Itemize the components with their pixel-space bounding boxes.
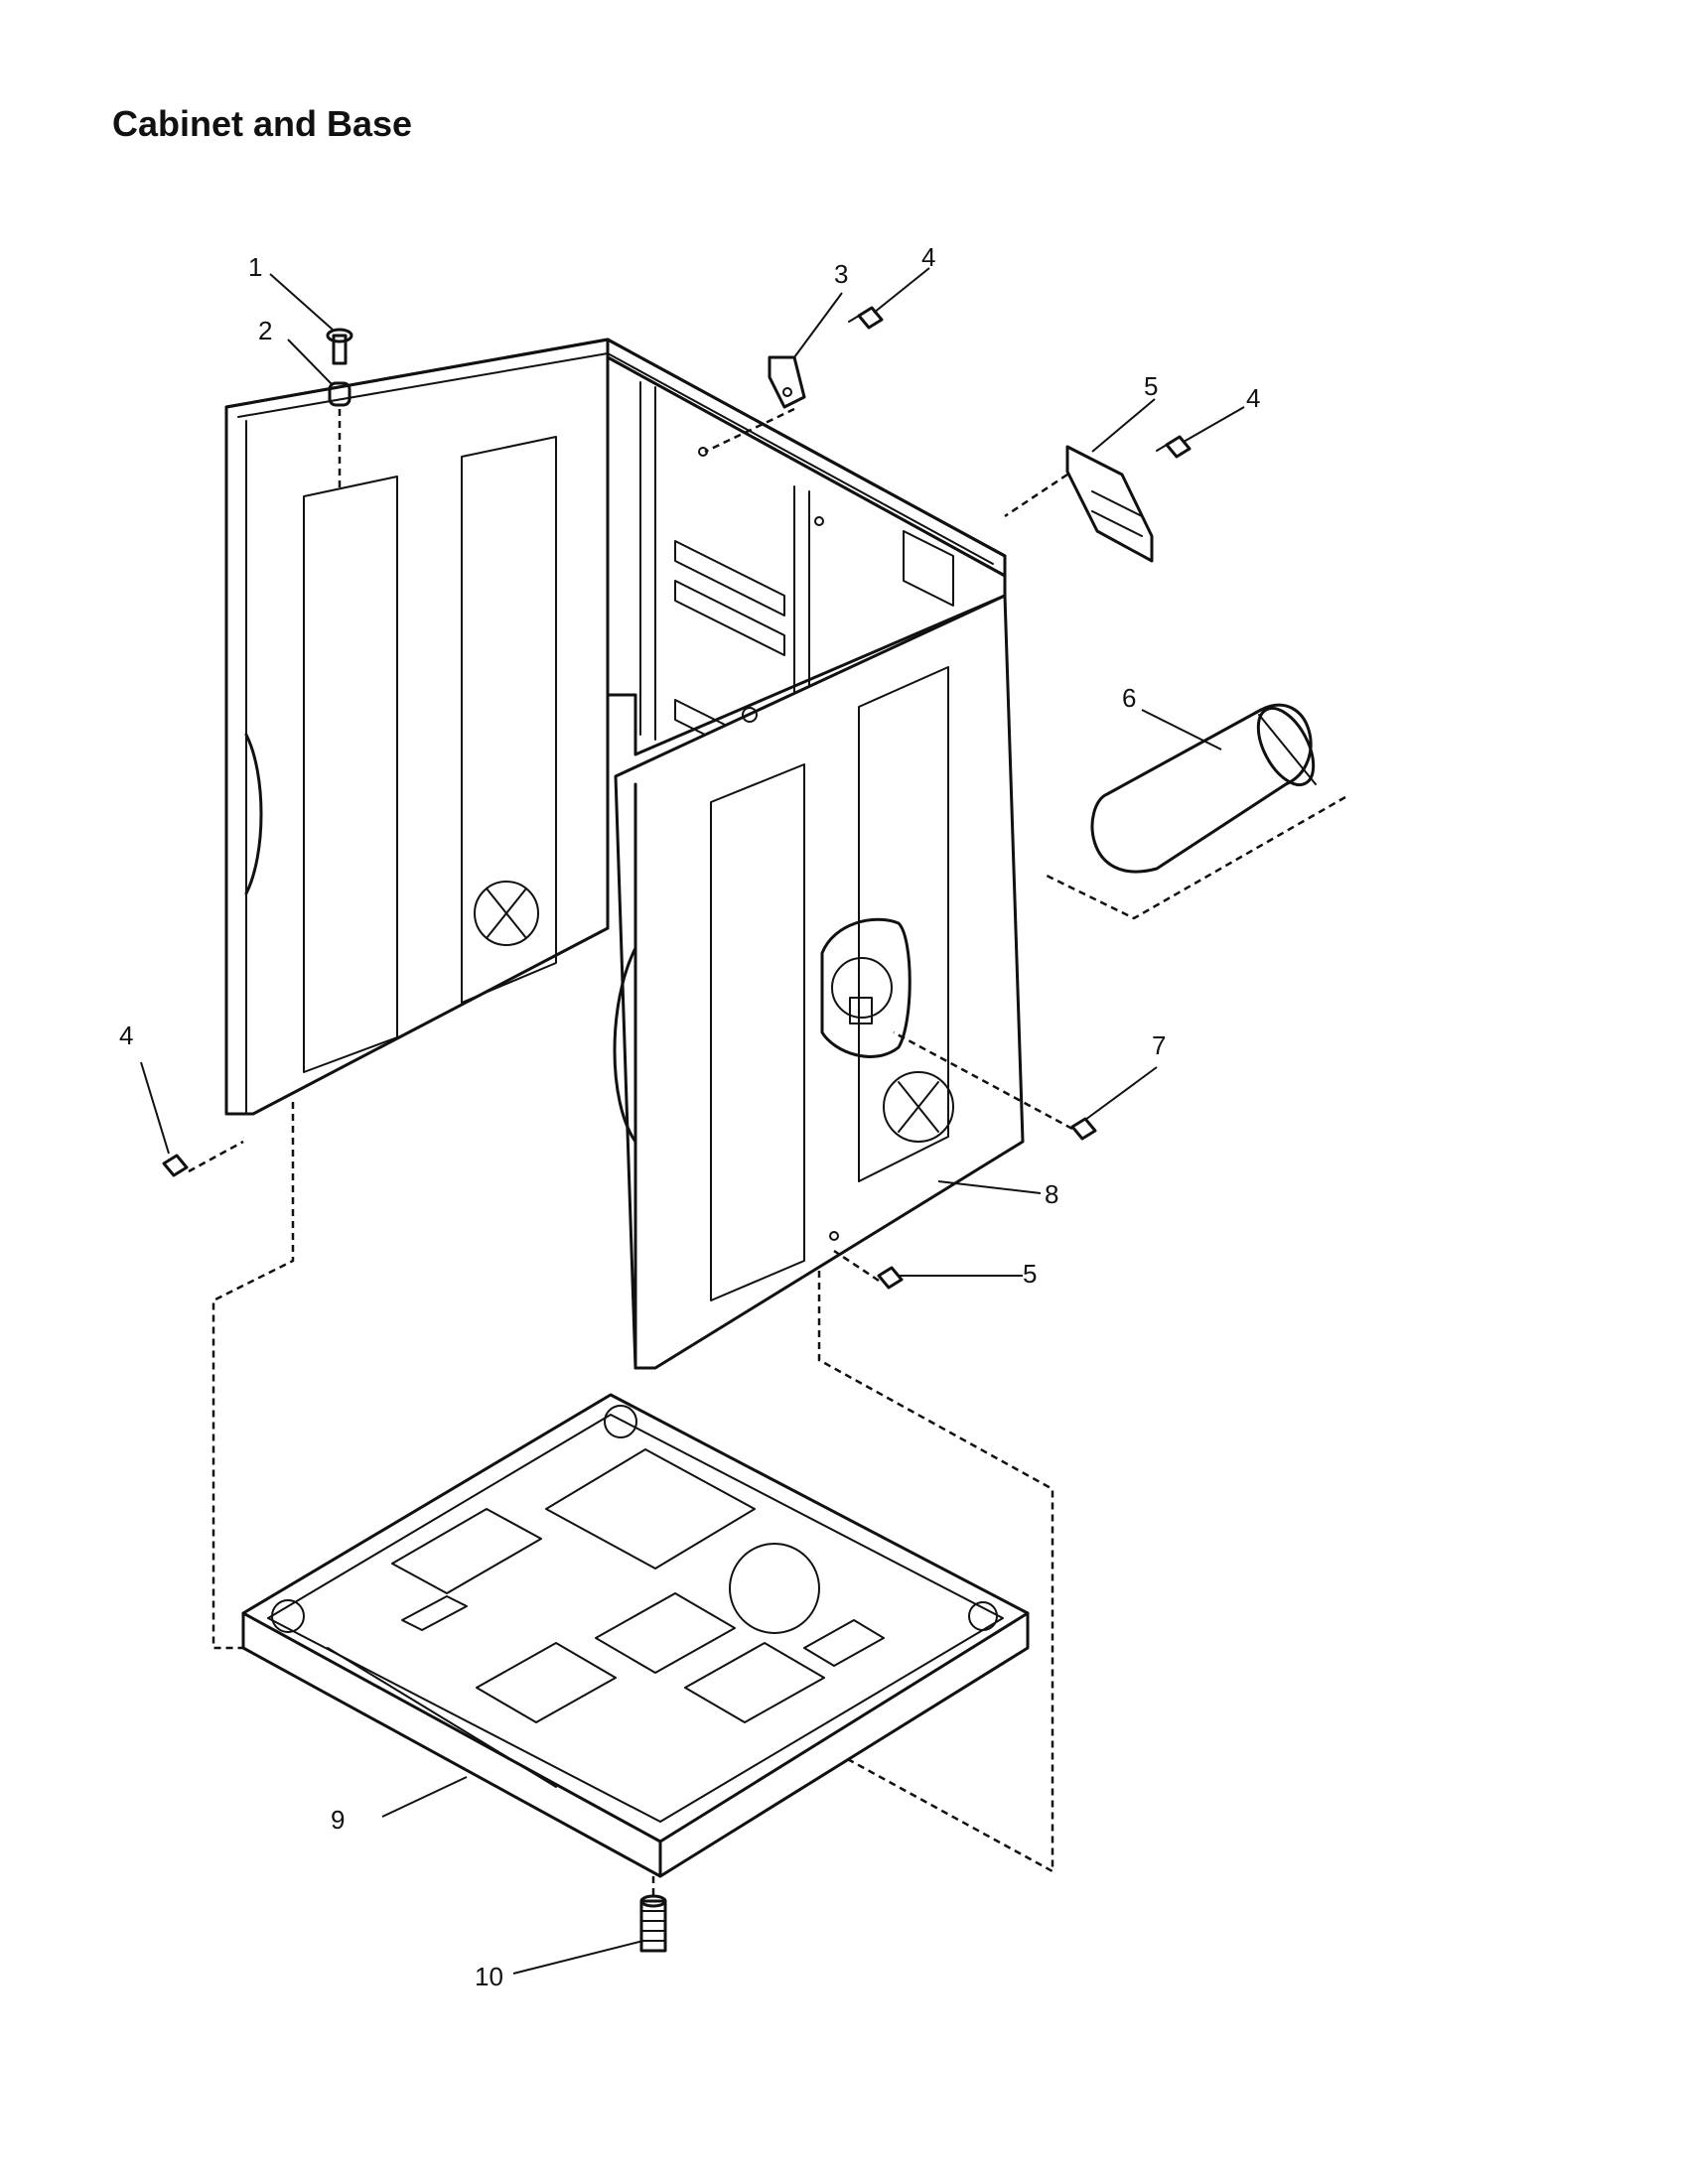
callout-leaders — [140, 267, 1245, 1975]
leveling-leg-part-10 — [639, 1894, 667, 1953]
screw-part-1 — [326, 328, 353, 365]
cover-plate-part-5 — [1065, 445, 1154, 563]
callout-7: 7 — [1152, 1030, 1166, 1060]
callout-4-right: 4 — [1246, 383, 1260, 413]
assembly-dash-lines — [188, 407, 1346, 1901]
callout-4-top: 4 — [921, 242, 935, 272]
cabinet-interior-wall — [606, 355, 1007, 760]
base-part-9 — [241, 1393, 1030, 1878]
callout-10: 10 — [475, 1962, 503, 1991]
fastener-part-7 — [1070, 1117, 1097, 1141]
callout-labels: 1 2 3 4 5 4 6 4 7 8 5 9 10 — [119, 242, 1260, 1991]
fastener-part-5-bottom — [877, 1266, 904, 1290]
bushing-part-2 — [328, 381, 351, 407]
page-title: Cabinet and Base — [112, 103, 413, 144]
bracket-part-3 — [768, 355, 806, 409]
callout-1: 1 — [248, 252, 262, 282]
cabinet-right-panel — [613, 594, 1025, 1370]
callout-2: 2 — [258, 316, 272, 345]
callout-8: 8 — [1045, 1179, 1058, 1209]
fastener-part-4-right — [1156, 435, 1192, 459]
callout-9: 9 — [331, 1805, 345, 1835]
fastener-part-4-top — [848, 306, 884, 330]
callout-4-left: 4 — [119, 1021, 133, 1050]
cabinet-top-rim — [224, 338, 1007, 578]
callout-3: 3 — [834, 259, 848, 289]
callout-5-bottom: 5 — [1023, 1259, 1037, 1289]
cylinder-part-6 — [1090, 703, 1317, 874]
callout-5-top: 5 — [1144, 371, 1158, 401]
callout-6: 6 — [1122, 683, 1136, 713]
fastener-part-4-left — [162, 1154, 189, 1177]
